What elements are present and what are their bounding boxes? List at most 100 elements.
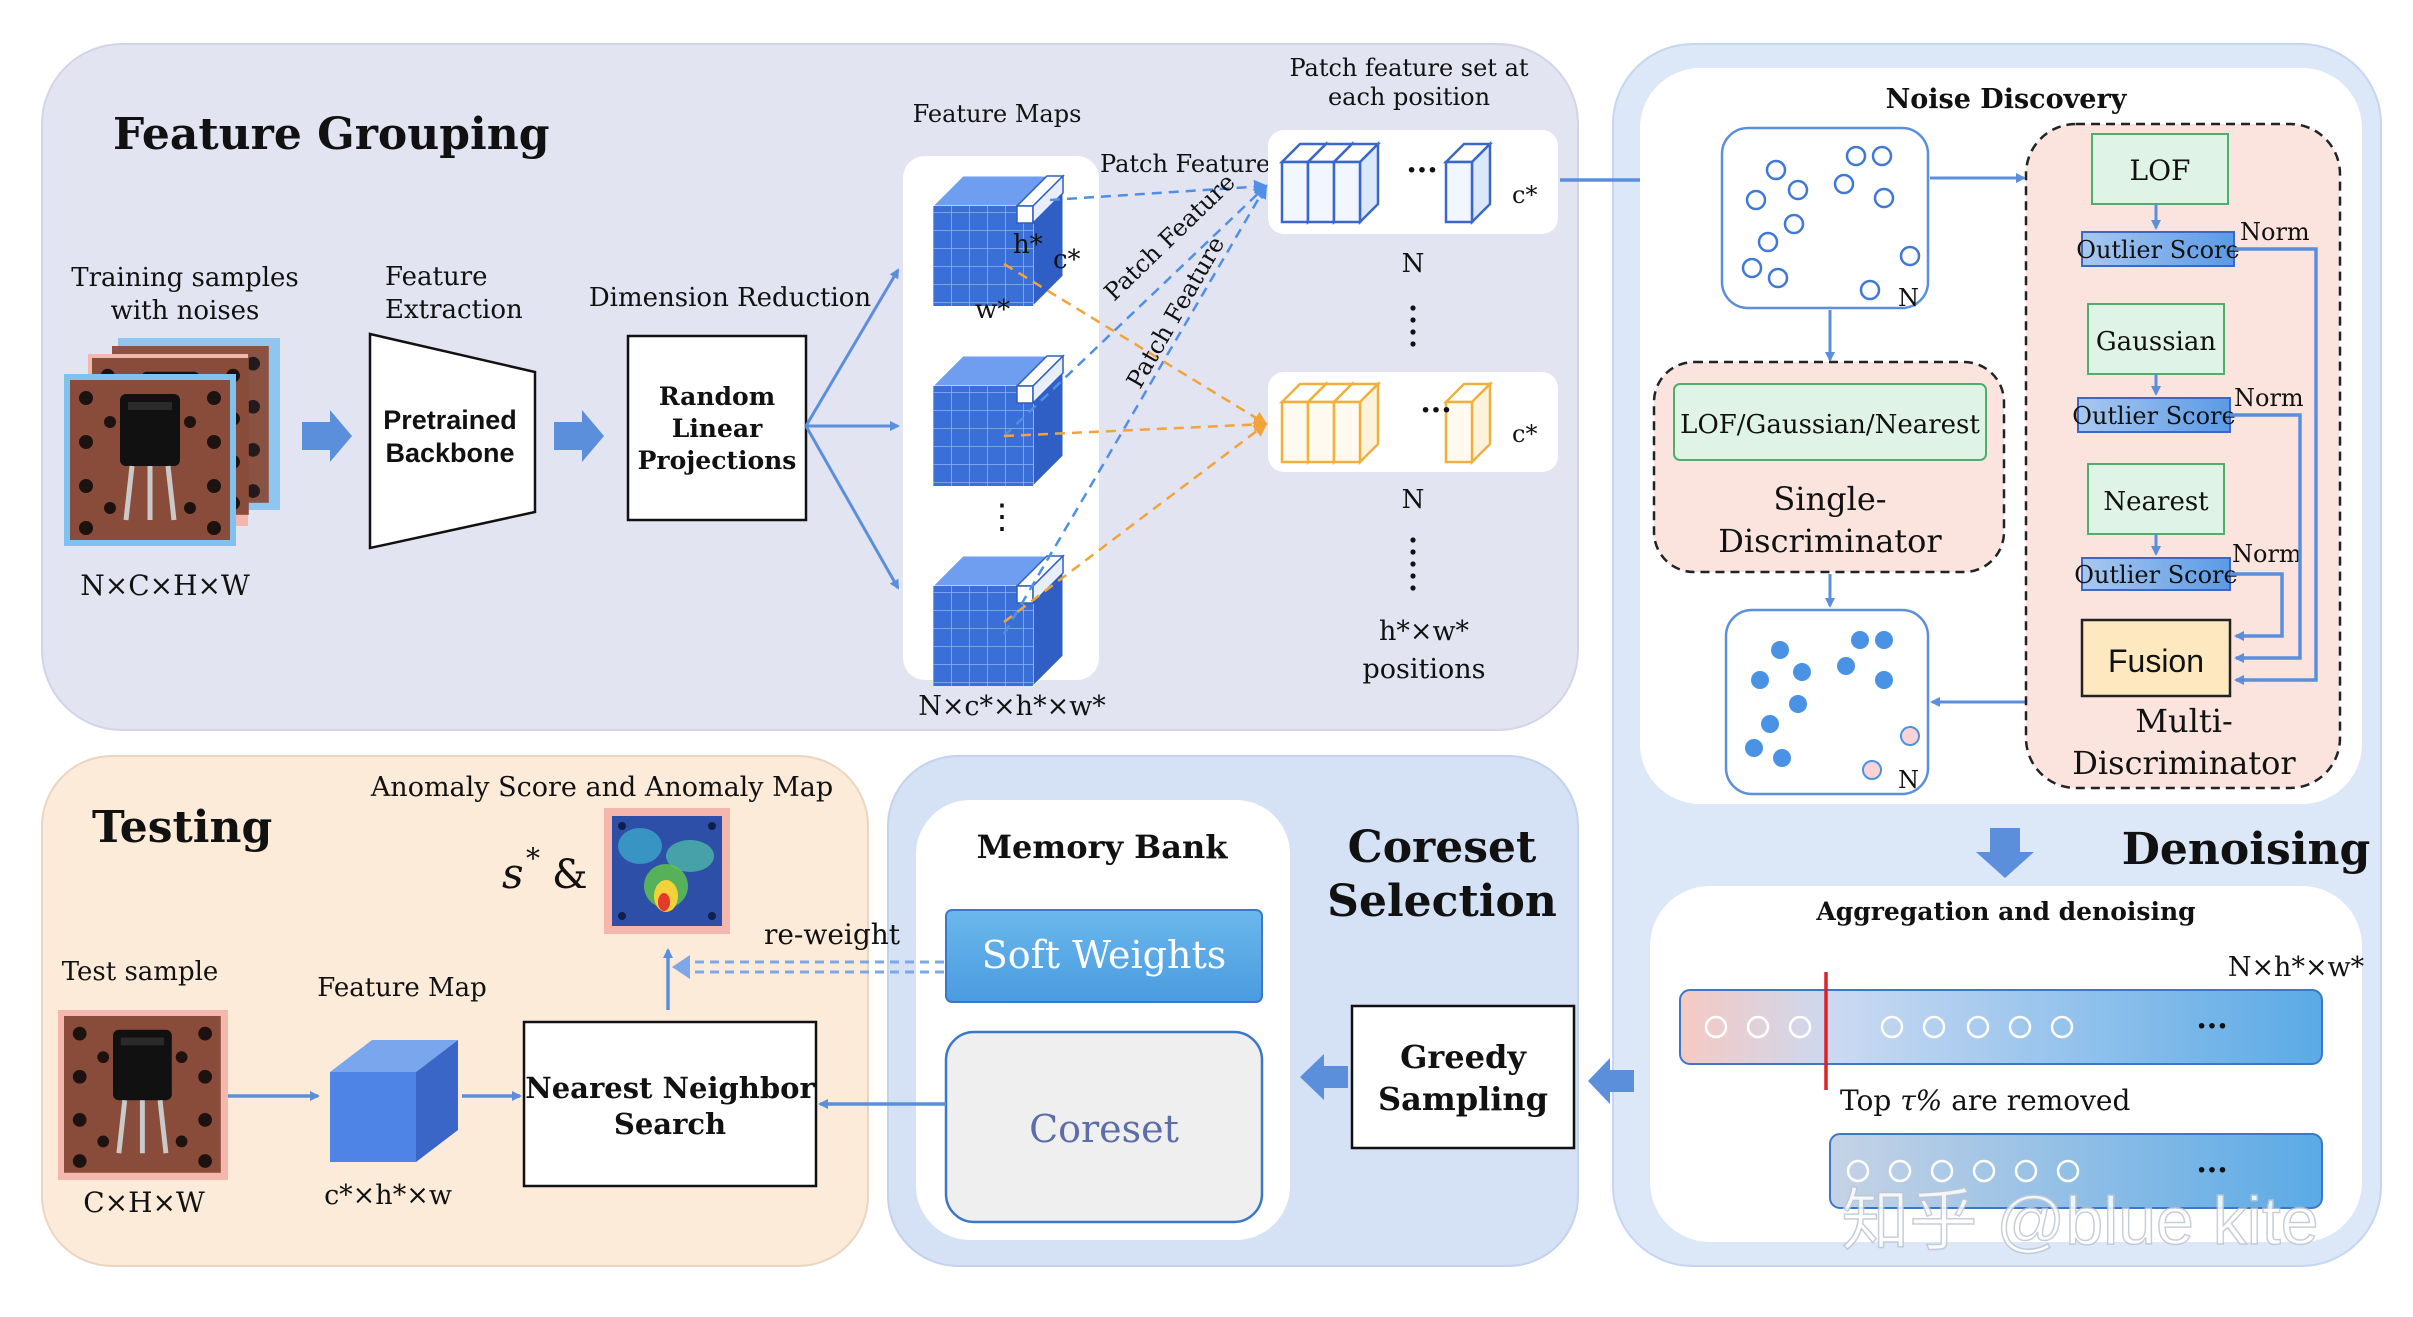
set-dots-orange: ··· [1420,393,1451,428]
nearest-box [2087,463,2225,535]
arrow-to-denoising [1976,828,2034,878]
soft-weights-label: Soft Weights [982,933,1227,977]
projection-arrows [804,268,900,590]
feature-grouping-title: Feature Grouping [113,109,549,160]
set-c-blue: c* [1512,181,1537,209]
outlier-score-1: Outlier Score [2076,236,2239,264]
bar-dots-1: ··· [2196,1009,2227,1044]
single-method-box [1673,383,1987,461]
set-n-blue: N [1402,249,1425,279]
patch-feature-label-1: Patch Feature [1100,150,1270,178]
anomaly-map-image [604,808,730,934]
test-dims: C×H×W [83,1186,205,1219]
reweight-arrow [684,960,944,974]
set-c-orange: c* [1512,420,1537,448]
feature-maps-label: Feature Maps [913,100,1082,128]
lof-box [2091,133,2229,205]
cube-c-label: c* [1053,245,1081,275]
scores-bar [1679,989,2323,1065]
dimension-reduction-label: Dimension Reduction [589,283,872,313]
set-vdots-2 [1410,537,1416,591]
watermark: 知乎 @blue kite [1841,1183,2318,1259]
denoised-bar [1829,1133,2323,1209]
scatter-points-bottom [1745,631,1893,767]
outlier-score-3: Outlier Score [2074,561,2237,589]
arrow-to-coreset [1300,1054,1348,1100]
coreset-box [944,1030,1264,1224]
outlier-score-box-1 [2081,231,2235,267]
n-label-top: N [1898,284,1919,312]
outlier-point [1900,726,1920,746]
score-symbol: s [502,849,524,898]
bar-dots-2: ··· [2196,1153,2227,1188]
single-method-label: LOF/Gaussian/Nearest [1680,410,1980,440]
feature-map-cube [932,175,1064,307]
aggregation-title: Aggregation and denoising [1815,897,2195,926]
norm-2: Norm [2234,384,2304,412]
gaussian-box [2087,303,2225,375]
pretrained-backbone [368,332,537,550]
feature-map-label: Feature Map [317,973,487,1003]
score-star: * [526,842,540,875]
denoising-title: Denoising [2122,824,2370,875]
removed-label: Top τ% are removed [1840,1084,2130,1117]
score-amp: & [552,852,588,898]
maps-vdots: ⋮ [985,497,1019,537]
norm-3: Norm [2232,540,2302,568]
multi-discriminator-label: Multi-Discriminator [2072,702,2296,782]
fusion-box [2080,618,2232,698]
arrow-to-backbone [302,410,352,462]
testing-title: Testing [92,802,272,853]
arrow-to-projections [554,410,604,462]
aggregation-dims: N×h*×w* [2228,952,2365,983]
outlier-score-box-2 [2077,397,2231,433]
greedy-sampling-box [1350,1004,1576,1150]
cube-h-label: h* [1013,230,1043,260]
cube-w-label: w* [975,295,1010,325]
lof-label: LOF [2130,154,2191,187]
denoised-points [1846,1159,2080,1183]
set-n-orange: N [1402,485,1425,515]
test-feature-cube [330,1040,458,1162]
single-discriminator-label: Single-Discriminator [1718,480,1942,560]
arrow-to-greedy [1588,1058,1634,1104]
anomaly-label: Anomaly Score and Anomaly Map [370,772,833,803]
random-projections-box [626,334,808,522]
feature-map-cube [932,355,1064,487]
feature-map-dims: c*×h*×w [324,1180,452,1211]
norm-1: Norm [2240,218,2310,246]
coreset-label: Coreset [1029,1107,1179,1151]
training-dims: N×C×H×W [80,569,250,602]
samples-scatter-top [1720,126,1930,310]
patch-connections [1002,179,1268,635]
gaussian-label: Gaussian [2096,327,2217,357]
feature-maps-dims: N×c*×h*×w* [918,691,1106,722]
nearest-label: Nearest [2103,487,2209,517]
bar-points [1704,1015,2074,1039]
training-sample-images [64,338,280,546]
noise-discovery-title: Noise Discovery [1886,84,2128,115]
outlier-score-2: Outlier Score [2072,402,2235,430]
reweight-arrowhead [672,955,690,979]
memory-bank-title: Memory Bank [977,828,1229,866]
soft-weights-box [945,909,1263,1003]
feature-grouping-panel [41,43,1579,731]
positions-label: h*×w*positions [1362,616,1485,685]
fusion-label: Fusion [2108,643,2204,679]
n-label-bottom: N [1898,766,1919,794]
reweight-label: re-weight [764,918,901,951]
set-vdots-1 [1410,305,1416,347]
scatter-points-top [1741,145,1921,301]
test-sample-label: Test sample [62,957,219,987]
test-sample-image [58,1010,228,1180]
